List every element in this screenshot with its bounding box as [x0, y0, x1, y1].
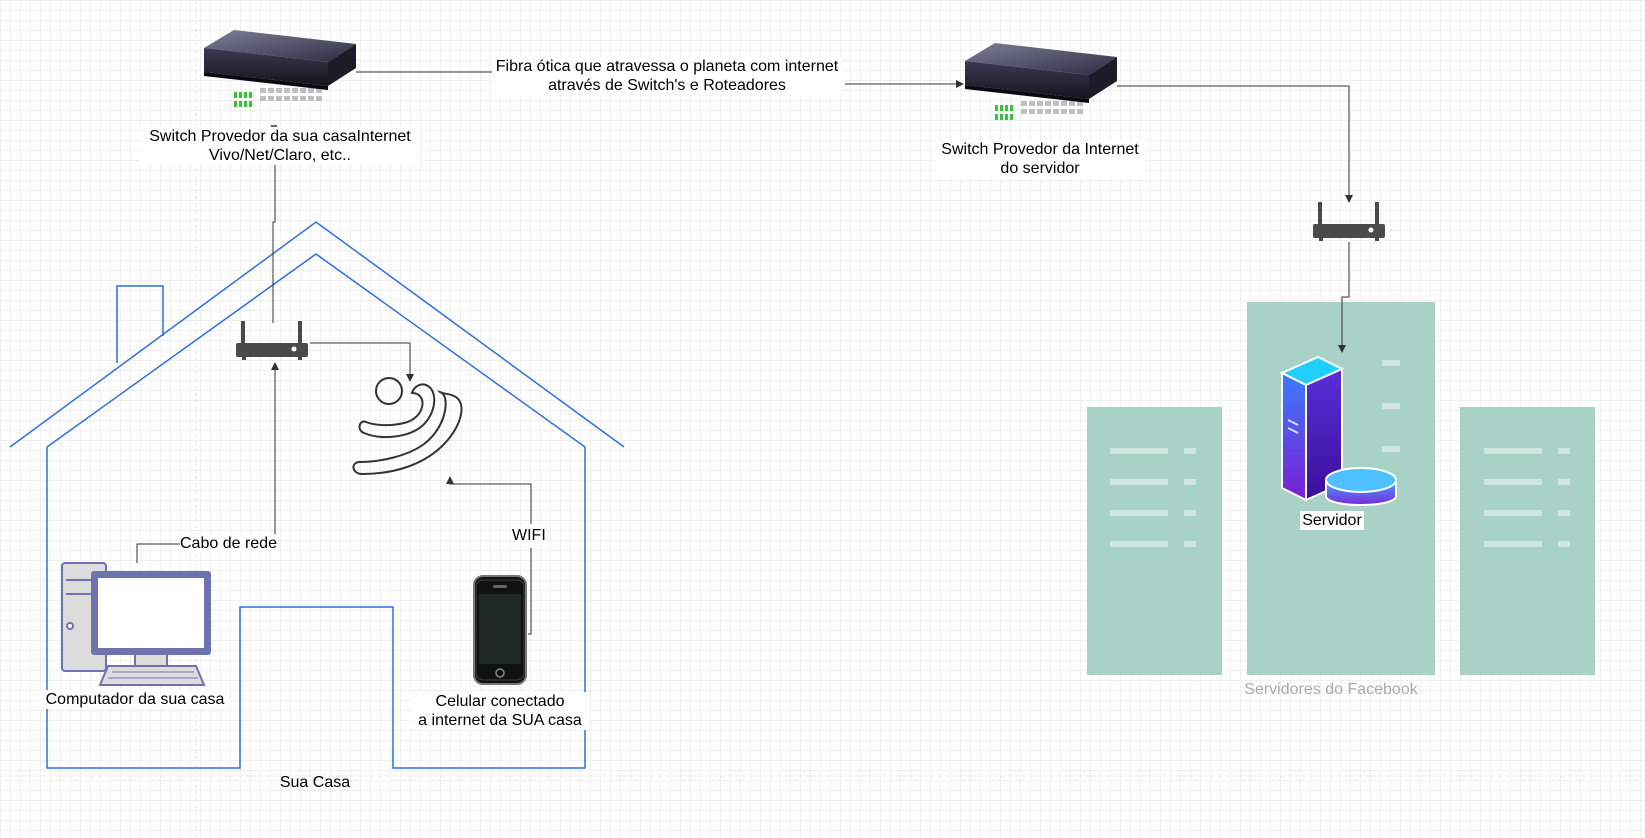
fiber-label-line1: Fibra ótica que atravessa o planeta com … [495, 58, 839, 75]
switch-home-label-line2: Vivo/Net/Claro, etc.. [209, 147, 351, 164]
server-icon[interactable] [1279, 355, 1397, 506]
smartphone-icon[interactable] [473, 575, 527, 685]
router-to-switch-connector [272, 160, 276, 323]
switch-home-label: Switch Provedor da sua casaInternet Vivo… [140, 127, 420, 165]
house-outline [9, 221, 625, 769]
house-label: Sua Casa [279, 774, 351, 791]
cabo-de-rede-label: Cabo de rede [180, 534, 277, 553]
phone-label: Celular conectado a internet da SUA casa [410, 692, 590, 730]
server-rack-right [1460, 407, 1595, 675]
router-to-server-connector [1338, 242, 1350, 353]
network-switch-icon[interactable] [204, 30, 356, 112]
wifi-connector-arrow [446, 476, 532, 524]
desktop-computer-icon[interactable] [61, 562, 211, 686]
switch-home-label-line1: Switch Provedor da sua casaInternet [149, 128, 411, 145]
connectors [136, 71, 1353, 635]
router-icon[interactable] [236, 321, 308, 360]
fiber-label-line2: através de Switch's e Roteadores [548, 77, 786, 94]
router-icon[interactable] [1313, 202, 1385, 241]
wifi-signal-icon [352, 377, 463, 476]
wifi-label: WIFI [512, 526, 546, 545]
switch-server-label: Switch Provedor da Internet do servidor [935, 140, 1145, 178]
wifi-connector [528, 548, 532, 635]
phone-label-line2: a internet da SUA casa [418, 712, 582, 729]
facebook-servers-label: Servidores do Facebook [1244, 681, 1418, 698]
server-rack-left [1087, 407, 1222, 675]
server-label: Servidor [1300, 511, 1364, 530]
router-to-wifi-connector [310, 342, 414, 382]
phone-label-line1: Celular conectado [435, 693, 565, 710]
switch-server-label-line1: Switch Provedor da Internet [941, 141, 1139, 158]
network-switch-icon[interactable] [965, 43, 1117, 120]
switch-server-label-line2: do servidor [1000, 160, 1080, 177]
switch-to-router-connector [1117, 85, 1353, 203]
computer-label: Computador da sua casa [40, 690, 230, 709]
fiber-label: Fibra ótica que atravessa o planeta com … [492, 57, 842, 95]
cabo-connector [136, 543, 180, 563]
